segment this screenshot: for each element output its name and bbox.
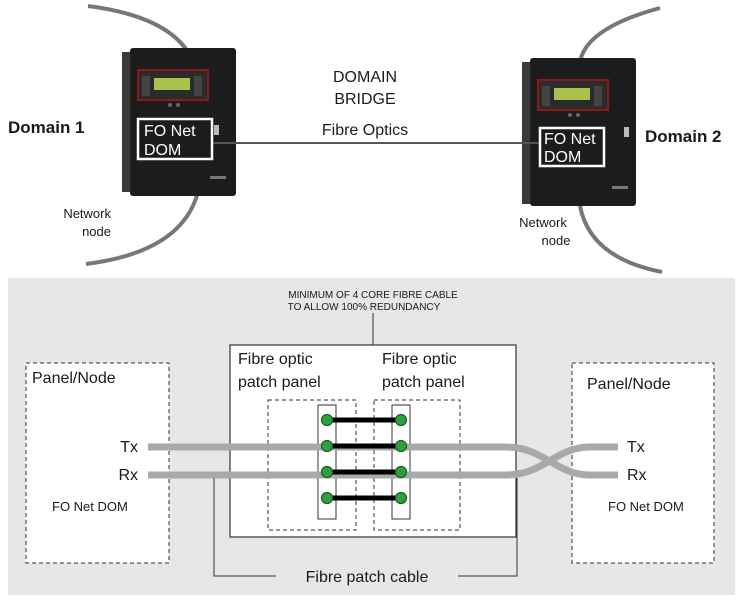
rx-label-left: Rx	[118, 467, 138, 484]
cable-rx	[154, 443, 618, 479]
fo-net-dom-right-line2: DOM	[544, 149, 581, 166]
network-node-right-line1: Network	[519, 215, 567, 230]
connector-left-1	[320, 413, 334, 427]
patch-cable-label: Fibre patch cable	[306, 569, 429, 586]
patch-panel-left-line1: Fibre optic	[238, 351, 313, 368]
domain-1-label: Domain 1	[8, 118, 85, 137]
bridge-label-line2: BRIDGE	[334, 91, 395, 108]
connector-left-2	[320, 439, 334, 453]
connector-left-3	[320, 465, 334, 479]
fo-net-dom-box-right	[538, 126, 606, 168]
fibre-cables	[154, 443, 618, 479]
fo-net-dom-box-left	[136, 117, 214, 161]
tx-label-right: Tx	[627, 439, 645, 456]
connector-right-1	[394, 413, 408, 427]
connector-right-2	[394, 439, 408, 453]
connector-strip-right	[391, 404, 411, 520]
patch-panel-right-line2: patch panel	[382, 374, 465, 391]
panel-node-right-title: Panel/Node	[587, 376, 671, 393]
cable-note-line2: TO ALLOW 100% REDUNDANCY	[288, 302, 441, 313]
cable-note-line1: MINIMUM OF 4 CORE FIBRE CABLE	[288, 290, 458, 301]
network-node-right-line2: node	[542, 233, 571, 248]
fo-net-dom-label-left: FO Net DOM	[52, 499, 128, 514]
bridge-label-line1: DOMAIN	[333, 69, 397, 86]
connector-strip-left	[317, 404, 337, 520]
patch-cable-bracket-left	[213, 478, 276, 577]
connector-right-4	[394, 491, 408, 505]
network-node-left-line1: Network	[63, 206, 111, 221]
connectors	[320, 413, 408, 505]
network-arc-right-bottom	[578, 205, 663, 274]
fo-net-dom-left-line1: FO Net	[144, 123, 196, 140]
panel-node-box-right	[571, 362, 715, 564]
cable-tx-end-left	[148, 443, 154, 451]
fo-net-dom-right-line1: FO Net	[544, 131, 596, 148]
patch-panel-right-line1: Fibre optic	[382, 351, 457, 368]
bridge-label-line3: Fibre Optics	[322, 122, 408, 139]
cable-rx-end-left	[148, 471, 154, 479]
fo-net-dom-label-right: FO Net DOM	[608, 499, 684, 514]
panel-node-left-title: Panel/Node	[32, 370, 116, 387]
patch-links	[327, 417, 401, 501]
connector-right-3	[394, 465, 408, 479]
network-arc-left-bottom	[85, 191, 200, 266]
fo-net-dom-left-line2: DOM	[144, 142, 181, 159]
panel-node-box-left	[25, 362, 170, 564]
network-node-left-line2: node	[82, 224, 111, 239]
network-arc-right-top	[578, 6, 661, 63]
domain-2-label: Domain 2	[645, 127, 722, 146]
patch-panel-left-line2: patch panel	[238, 374, 321, 391]
connector-left-4	[320, 491, 334, 505]
tx-label-left: Tx	[120, 439, 138, 456]
patch-cable-bracket-right	[458, 478, 518, 577]
rx-label-right: Rx	[627, 467, 647, 484]
